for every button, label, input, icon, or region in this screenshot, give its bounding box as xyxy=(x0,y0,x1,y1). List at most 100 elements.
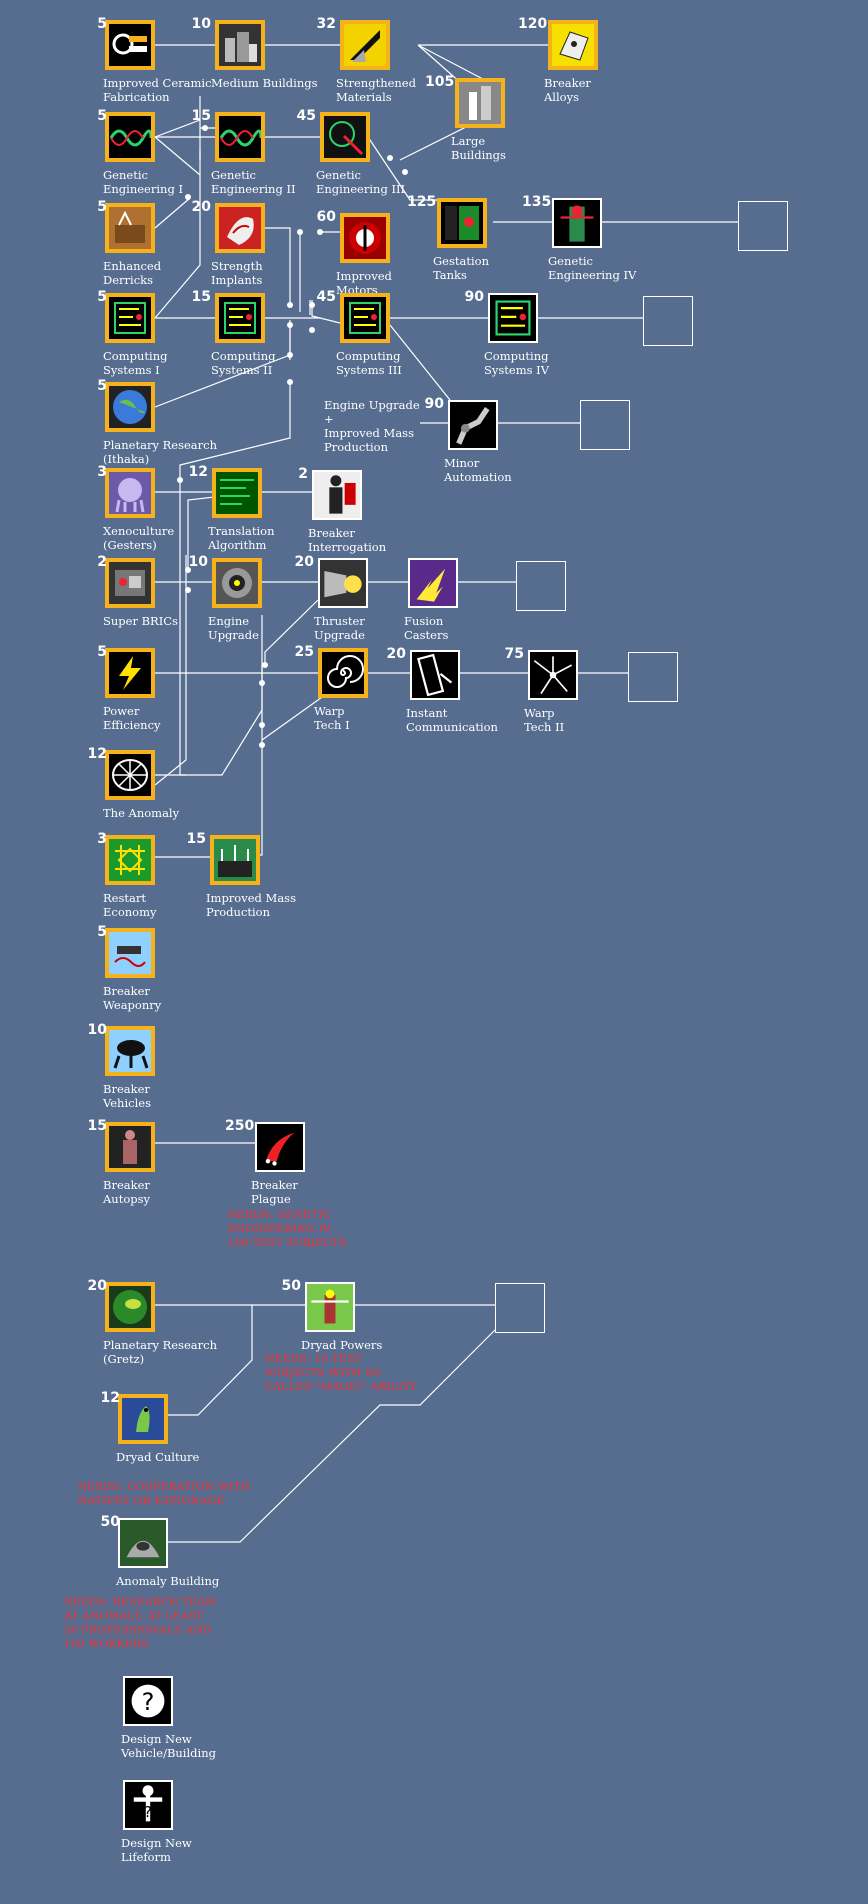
tech-node-bric[interactable] xyxy=(105,558,155,608)
tech-node-medium[interactable] xyxy=(215,20,265,70)
tech-cost: 5 xyxy=(97,289,107,305)
tech-node-warp2[interactable] xyxy=(528,650,578,700)
tech-cost: 5 xyxy=(97,924,107,940)
tech-node-instant[interactable] xyxy=(410,650,460,700)
tech-node-gen3[interactable] xyxy=(320,112,370,162)
tech-label: Breaker Interrogation xyxy=(308,526,387,554)
tech-node-comp2[interactable] xyxy=(215,293,265,343)
tech-node-gen1[interactable] xyxy=(105,112,155,162)
tech-node-planet-ithaka[interactable] xyxy=(105,382,155,432)
tech-node-breaker-alloys[interactable] xyxy=(548,20,598,70)
tech-cost: 90 xyxy=(464,289,484,305)
tech-node-derricks[interactable] xyxy=(105,203,155,253)
tech-label: Engine Upgrade xyxy=(208,614,259,642)
tech-cost: 10 xyxy=(87,1022,107,1038)
tech-cost: 90 xyxy=(424,396,444,412)
tech-node-restart[interactable] xyxy=(105,835,155,885)
tech-cost: 12 xyxy=(188,464,208,480)
svg-text:?: ? xyxy=(144,1803,152,1821)
tech-node-comp3[interactable] xyxy=(340,293,390,343)
tech-node-thruster[interactable] xyxy=(318,558,368,608)
tech-node-anomaly-bldg[interactable] xyxy=(118,1518,168,1568)
tech-cost: 12 xyxy=(87,746,107,762)
dome-icon xyxy=(120,1520,166,1566)
tech-label: Genetic Engineering I xyxy=(103,168,184,196)
tech-node-autopsy[interactable] xyxy=(105,1122,155,1172)
motor-icon xyxy=(344,217,386,259)
tech-cost: 12 xyxy=(100,1390,120,1406)
claw-icon xyxy=(257,1124,303,1170)
tech-label: Strengthened Materials xyxy=(336,76,416,104)
locked-tech-slot[interactable] xyxy=(516,561,566,611)
tech-cost: 50 xyxy=(281,1278,301,1294)
locked-tech-slot[interactable] xyxy=(738,201,788,251)
figure-icon xyxy=(314,472,360,518)
tech-node-fusion[interactable] xyxy=(408,558,458,608)
tech-label: Restart Economy xyxy=(103,891,157,919)
tech-label: Strength Implants xyxy=(211,259,263,287)
tech-node-comp4[interactable] xyxy=(488,293,538,343)
tech-node-power[interactable] xyxy=(105,648,155,698)
svg-text:?: ? xyxy=(142,1688,155,1716)
dna-icon xyxy=(219,116,261,158)
tech-label: Dryad Powers xyxy=(301,1338,383,1352)
tech-cost: 2 xyxy=(97,554,107,570)
locked-tech-slot[interactable] xyxy=(495,1283,545,1333)
implant-icon xyxy=(219,207,261,249)
tech-node-strength-mat[interactable] xyxy=(340,20,390,70)
planet-icon xyxy=(109,386,151,428)
building-icon xyxy=(219,24,261,66)
tech-node-translation[interactable] xyxy=(212,468,262,518)
tech-node-minor-auto[interactable] xyxy=(448,400,498,450)
tech-node-ceramic[interactable] xyxy=(105,20,155,70)
tech-node-implants[interactable] xyxy=(215,203,265,253)
tech-label: Instant Communication xyxy=(406,706,498,734)
lightning-icon xyxy=(109,652,151,694)
tech-node-design-life[interactable]: ? xyxy=(123,1780,173,1830)
tech-label: Computing Systems II xyxy=(211,349,276,377)
circuit-icon xyxy=(344,297,386,339)
tech-cost: 20 xyxy=(191,199,211,215)
tech-node-large[interactable] xyxy=(455,78,505,128)
tech-node-engine[interactable] xyxy=(212,558,262,608)
tech-label: Super BRICs xyxy=(103,614,178,628)
tech-node-interrogation[interactable] xyxy=(312,470,362,520)
autopsy-icon xyxy=(109,1126,151,1168)
tech-node-warp1[interactable] xyxy=(318,648,368,698)
requirement-note: NEEDS: 10 TEST SUBJECTS WITH SO CALLED "… xyxy=(265,1353,417,1393)
locked-tech-slot[interactable] xyxy=(643,296,693,346)
tech-node-gestation[interactable] xyxy=(437,198,487,248)
planet-green-icon xyxy=(109,1286,151,1328)
creature-icon xyxy=(554,200,600,246)
tech-node-anomaly[interactable] xyxy=(105,750,155,800)
tech-label: Large Buildings xyxy=(451,134,506,162)
fusion-icon xyxy=(410,560,456,606)
tech-node-xeno[interactable] xyxy=(105,468,155,518)
tech-cost: 20 xyxy=(294,554,314,570)
tech-node-gen4[interactable] xyxy=(552,198,602,248)
tech-cost: 75 xyxy=(504,646,524,662)
tech-node-design-vehicle[interactable]: ? xyxy=(123,1676,173,1726)
locked-tech-slot[interactable] xyxy=(628,652,678,702)
tech-node-dryad-culture[interactable] xyxy=(118,1394,168,1444)
tech-label: The Anomaly xyxy=(103,806,180,820)
tech-cost: 3 xyxy=(97,831,107,847)
tech-cost: 125 xyxy=(407,194,437,210)
grid-icon xyxy=(109,839,151,881)
tech-cost: 20 xyxy=(386,646,406,662)
tech-node-motors[interactable] xyxy=(340,213,390,263)
tech-cost: 15 xyxy=(186,831,206,847)
tech-node-vehicles[interactable] xyxy=(105,1026,155,1076)
tech-label: Warp Tech I xyxy=(314,704,350,732)
tech-label: Planetary Research (Ithaka) xyxy=(103,438,217,466)
tech-label: Minor Automation xyxy=(444,456,512,484)
tech-node-comp1[interactable] xyxy=(105,293,155,343)
tech-node-weaponry[interactable] xyxy=(105,928,155,978)
tech-node-dryad-powers[interactable] xyxy=(305,1282,355,1332)
tech-node-planet-gretz[interactable] xyxy=(105,1282,155,1332)
tech-node-gen2[interactable] xyxy=(215,112,265,162)
locked-tech-slot[interactable] xyxy=(580,400,630,450)
tech-label: Design New Vehicle/Building xyxy=(121,1732,216,1760)
tech-node-mass-prod[interactable] xyxy=(210,835,260,885)
tech-node-plague[interactable] xyxy=(255,1122,305,1172)
